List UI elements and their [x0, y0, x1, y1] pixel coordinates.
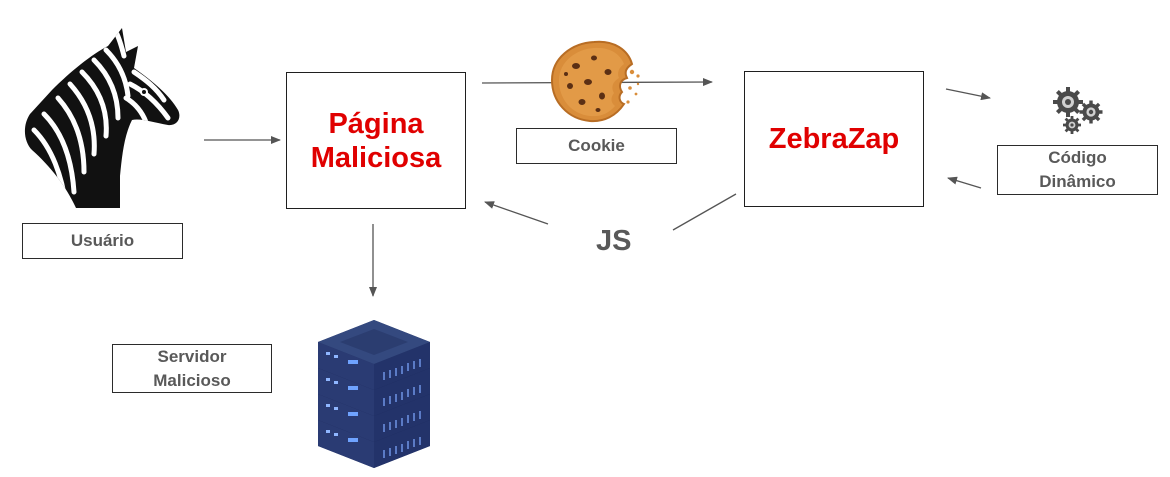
gears-icon [1053, 87, 1103, 134]
js-edge-label: JS [596, 225, 632, 257]
codigo-label-line2: Dinâmico [1039, 172, 1116, 191]
cookie-label-box: Cookie [516, 128, 677, 164]
codigo-dinamico-label-box: Código Dinâmico [997, 145, 1158, 195]
pagina-title-line1: Página [328, 107, 424, 140]
zebrazap-box: ZebraZap [744, 71, 924, 207]
pagina-maliciosa-box: Página Maliciosa [286, 72, 466, 209]
cookie-label: Cookie [568, 136, 625, 155]
pagina-title-line2: Maliciosa [310, 141, 442, 174]
codigo-label-line1: Código [1048, 148, 1107, 167]
usuario-label: Usuário [70, 231, 135, 250]
arrow-codigo-to-zebrazap [947, 176, 982, 189]
server-unit-1 [318, 320, 430, 390]
usuario-label-box: Usuário [22, 223, 183, 259]
arrow-js-to-pagina [484, 201, 549, 225]
servidor-label-line2: Malicioso [153, 370, 231, 390]
cookie-icon [550, 40, 640, 123]
arrow-zebrazap-to-codigo [945, 88, 991, 101]
servidor-malicioso-label-box: Servidor Malicioso [112, 344, 272, 393]
zebrazap-title: ZebraZap [768, 123, 900, 155]
line-zebrazap-to-js [672, 193, 737, 231]
servidor-label-line1: Servidor [157, 346, 227, 366]
pagina-maliciosa-title: Página Maliciosa [311, 107, 442, 175]
zebra-head-icon [24, 28, 180, 208]
server-stack-icon [318, 320, 430, 468]
